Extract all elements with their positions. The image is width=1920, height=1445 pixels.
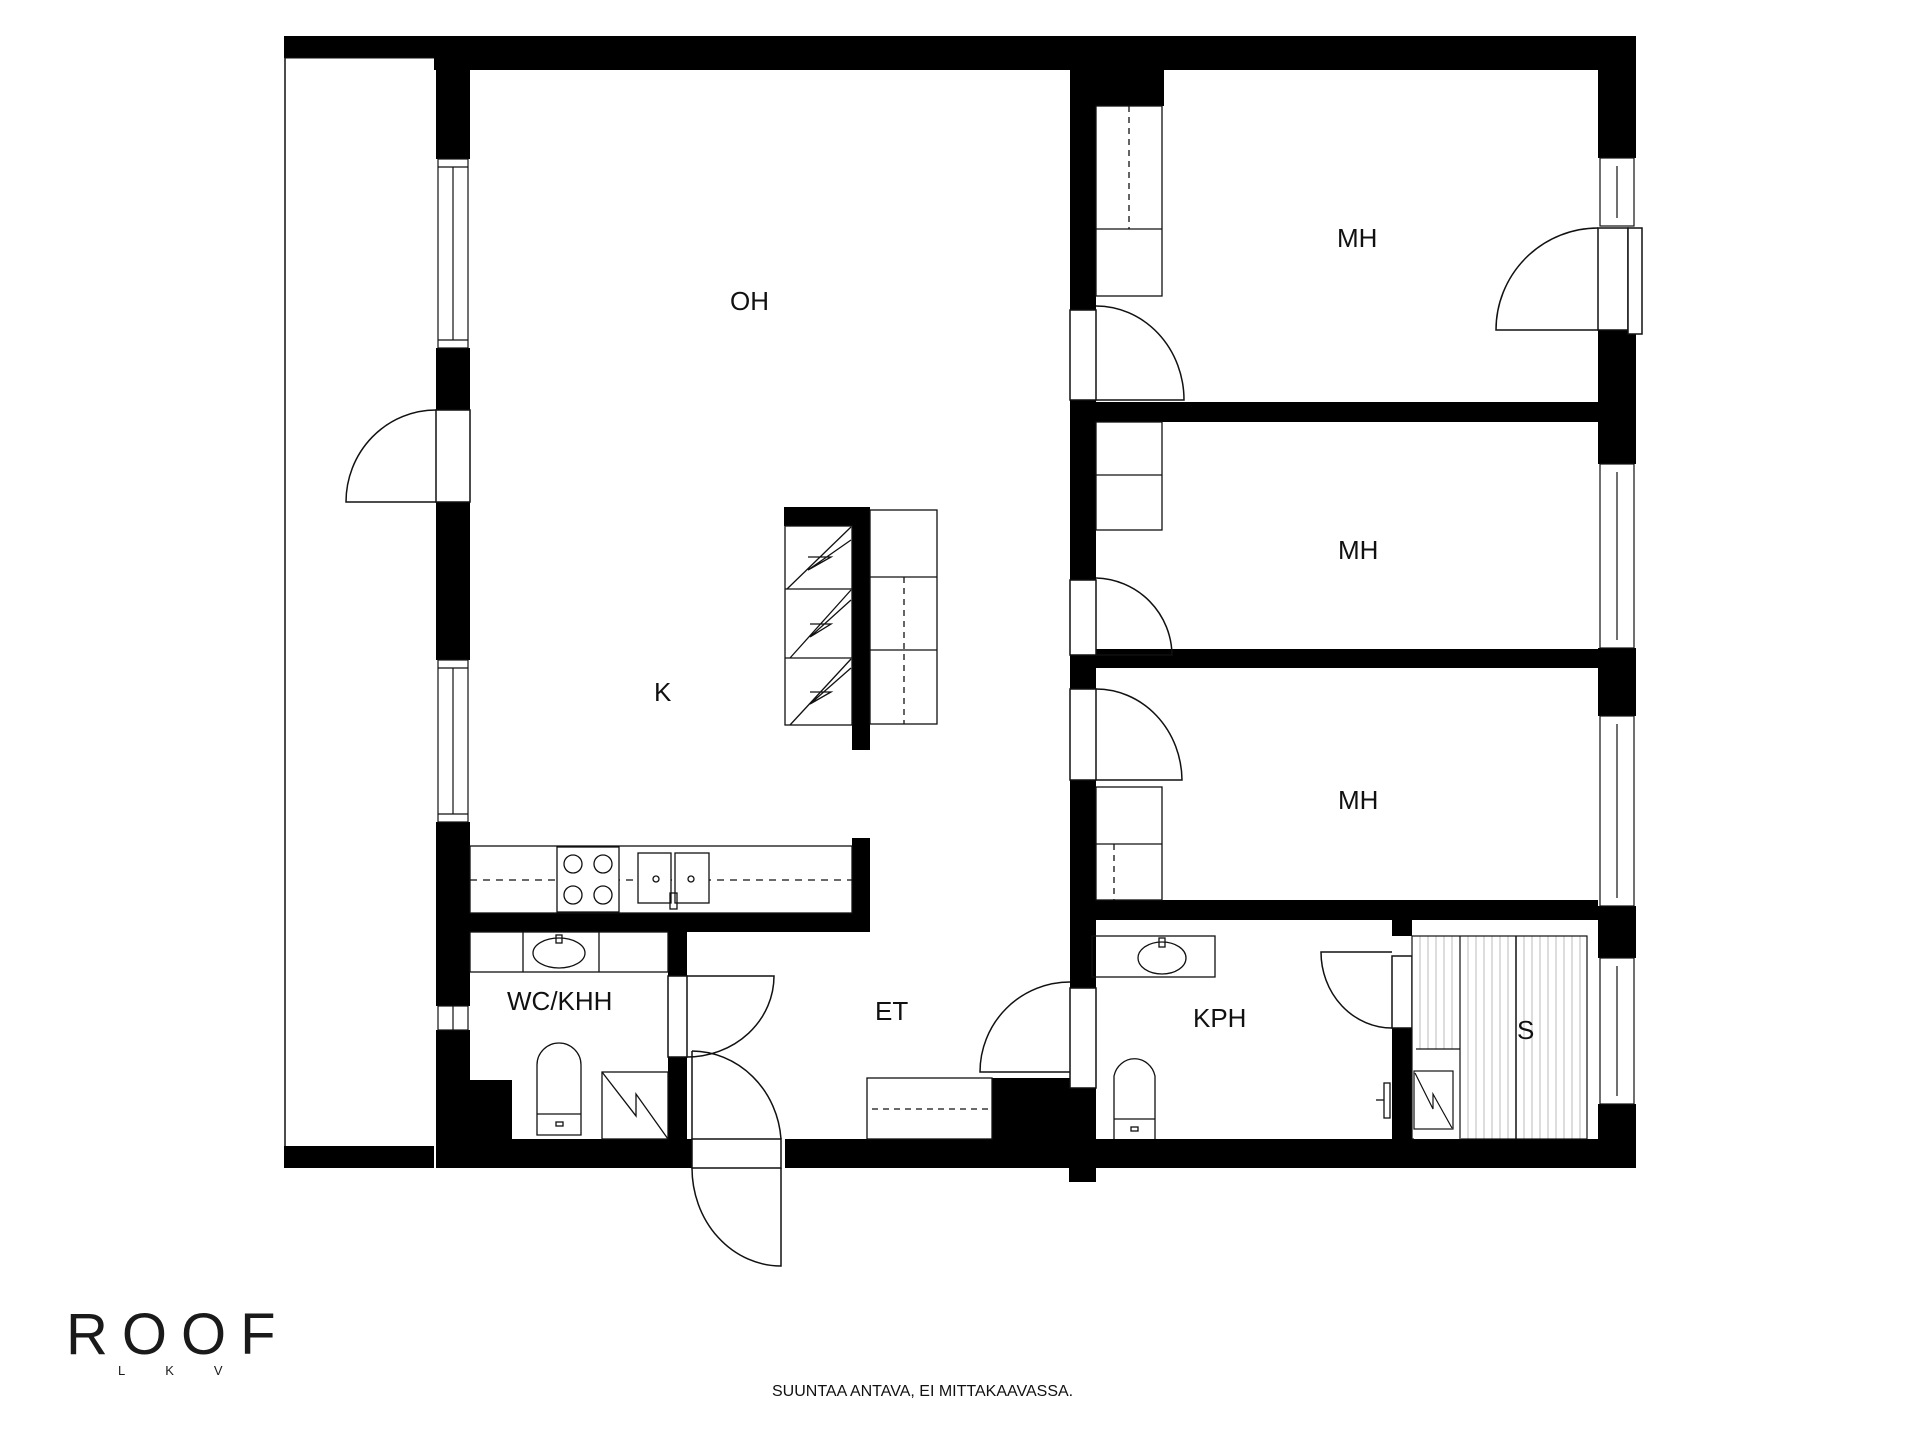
- room-label-mh-3: MH: [1338, 785, 1379, 815]
- room-label-kph: KPH: [1193, 1003, 1247, 1033]
- walls: [434, 36, 1636, 1182]
- room-label-k: K: [654, 677, 672, 707]
- room-label-wc-khh: WC/KHH: [507, 986, 613, 1016]
- room-label-s: S: [1517, 1015, 1535, 1045]
- disclaimer-caption: SUUNTAA ANTAVA, EI MITTAKAAVASSA.: [772, 1383, 1074, 1400]
- room-label-et: ET: [875, 996, 909, 1026]
- brand-logo: ROOF: [66, 1302, 290, 1367]
- fixtures: [469, 105, 1391, 1140]
- room-label-oh: OH: [730, 286, 769, 316]
- balcony: [284, 36, 434, 1168]
- room-label-mh-2: MH: [1338, 535, 1379, 565]
- windows: [437, 157, 1635, 1105]
- brand-logo-subtitle: LKV: [118, 1363, 263, 1378]
- sauna: [1411, 935, 1588, 1140]
- room-label-mh-1: MH: [1337, 223, 1378, 253]
